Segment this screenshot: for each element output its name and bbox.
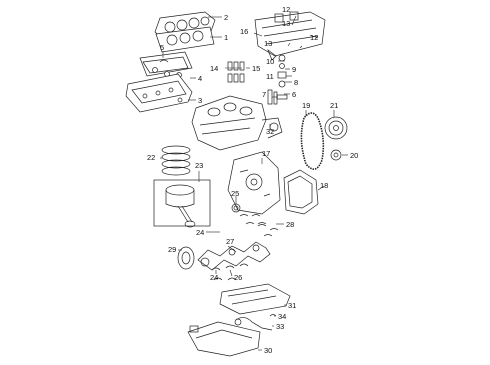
callout-7: 7	[262, 90, 266, 99]
piston-rings-illustration	[161, 145, 191, 176]
valvetrain-small-parts	[227, 54, 288, 105]
callout-24-top: 24	[196, 228, 204, 237]
oil-pan-illustration	[187, 321, 261, 357]
callout-25: 25	[231, 189, 239, 198]
callout-19: 19	[302, 101, 310, 110]
callout-labels: 2 1 5 4 3 12 16 13 13 12 10 9 11 8 7 6 1…	[147, 5, 358, 355]
crankshaft-illustration	[197, 241, 271, 271]
engine-block-illustration	[191, 95, 283, 151]
callout-21: 21	[330, 101, 338, 110]
callout-23: 23	[195, 161, 203, 170]
callout-22: 22	[147, 153, 155, 162]
callout-24-bottom: 24	[210, 273, 218, 282]
damper-pulley-illustration	[177, 246, 195, 270]
callout-17: 17	[262, 149, 270, 158]
callout-10: 10	[266, 57, 274, 66]
callout-34: 34	[278, 312, 286, 321]
callout-33: 33	[276, 322, 284, 331]
callout-29: 29	[168, 245, 176, 254]
callout-30: 30	[264, 346, 272, 355]
callout-32: 32	[266, 127, 274, 136]
callout-2: 2	[224, 13, 228, 22]
timing-chain-illustration	[300, 112, 325, 170]
valve-cover-gasket-illustration	[139, 51, 193, 78]
head-gasket-illustration	[154, 11, 216, 53]
callout-4: 4	[198, 74, 202, 83]
callout-28: 28	[286, 220, 294, 229]
callout-9: 9	[292, 65, 296, 74]
callout-14: 14	[210, 64, 218, 73]
callout-16: 16	[240, 27, 248, 36]
bearing-set-illustration	[239, 214, 267, 225]
callout-13-top: 13	[282, 19, 290, 28]
crank-sprocket-illustration	[330, 149, 342, 161]
main-bearings-illustration	[257, 224, 279, 237]
callout-8: 8	[294, 78, 298, 87]
callout-26: 26	[234, 273, 242, 282]
callout-12-right: 12	[310, 33, 318, 42]
timing-cover-illustration	[227, 151, 281, 215]
cam-sprocket-illustration	[324, 116, 348, 140]
callout-15: 15	[252, 64, 260, 73]
oil-pump-pickup-illustration	[234, 314, 277, 331]
piston-rod-assembly-illustration	[153, 179, 211, 228]
bearing-caps-illustration	[211, 263, 249, 281]
windage-tray-illustration	[219, 283, 291, 315]
callout-18: 18	[320, 181, 328, 190]
callout-12-top: 12	[282, 5, 290, 14]
intake-manifold-illustration	[254, 11, 326, 61]
callout-27: 27	[226, 237, 234, 246]
callout-31: 31	[288, 301, 296, 310]
callout-1: 1	[224, 33, 228, 42]
callout-3: 3	[198, 96, 202, 105]
callout-11: 11	[266, 72, 274, 81]
leader-lines	[160, 15, 348, 351]
callout-13-bottom: 13	[264, 39, 272, 48]
callout-5: 5	[160, 43, 164, 52]
timing-cover-gasket-illustration	[283, 169, 319, 215]
valve-cover-illustration	[125, 73, 193, 113]
callout-6: 6	[292, 90, 296, 99]
callout-20: 20	[350, 151, 358, 160]
